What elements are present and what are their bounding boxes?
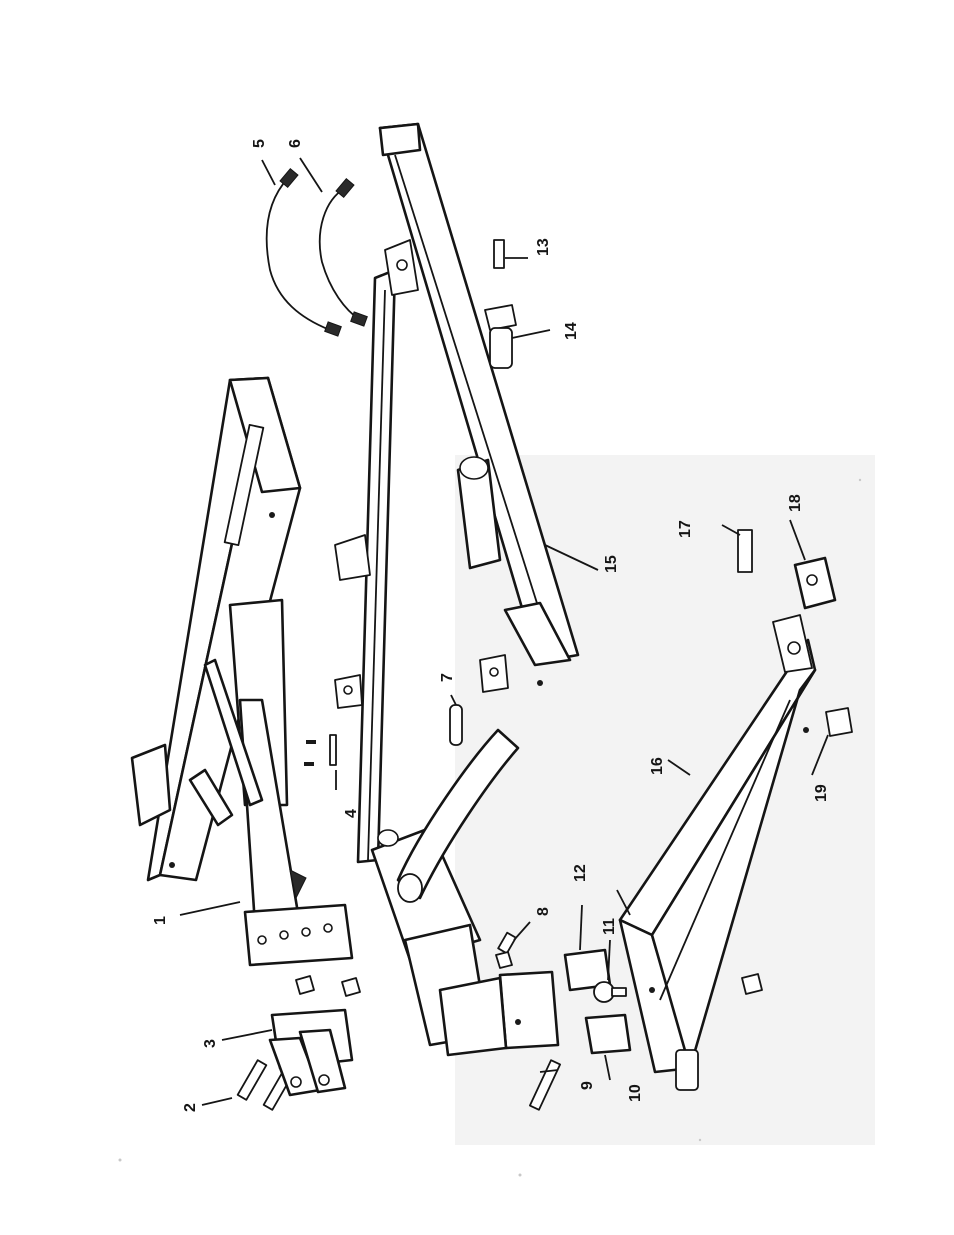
callout-13: 13	[535, 238, 552, 256]
callout-14: 14	[563, 322, 580, 340]
callout-12: 12	[572, 864, 589, 882]
callout-19: 19	[813, 784, 830, 802]
callout-16: 16	[649, 757, 666, 775]
callout-4: 4	[343, 809, 360, 818]
parts-5-6-hoses	[267, 169, 368, 336]
callout-9: 9	[579, 1081, 596, 1090]
callout-8: 8	[535, 907, 552, 916]
callout-10: 10	[627, 1084, 644, 1102]
callout-5: 5	[251, 139, 268, 148]
callout-6: 6	[287, 139, 304, 148]
callout-15: 15	[603, 555, 620, 573]
callout-7: 7	[439, 673, 456, 682]
callout-1: 1	[152, 916, 169, 925]
callout-11: 11	[601, 918, 618, 935]
callout-2: 2	[182, 1103, 199, 1112]
callout-18: 18	[787, 494, 804, 512]
callout-17: 17	[677, 520, 694, 538]
callout-3: 3	[202, 1039, 219, 1048]
part-1-upper-frame	[132, 378, 352, 965]
